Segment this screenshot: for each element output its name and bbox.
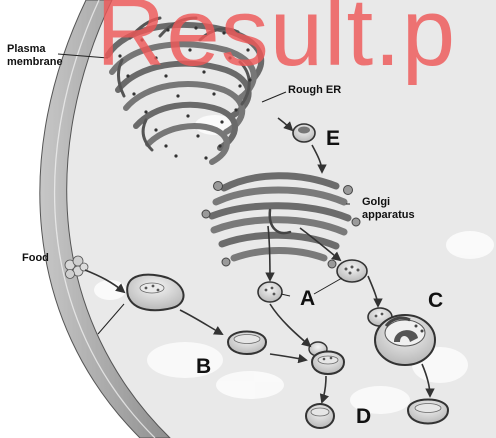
watermark-text: Result.p [96, 0, 456, 88]
label-golgi-apparatus: Golgi apparatus [362, 196, 415, 222]
vesicle-bottom-right-shape [408, 400, 448, 424]
vesicle-d-shape [306, 404, 334, 428]
label-plasma-membrane: Plasma membrane [7, 43, 63, 69]
vesicle-e-shape [293, 124, 315, 142]
label-e: E [326, 128, 340, 150]
label-b: B [196, 356, 211, 378]
label-a: A [300, 288, 315, 310]
vesicle-a-left-shape [258, 282, 282, 302]
label-food: Food [22, 252, 49, 265]
vesicle-b-shape [228, 332, 266, 355]
label-c: C [428, 290, 443, 312]
lysosome-c-shape [375, 315, 435, 365]
label-d: D [356, 406, 371, 428]
